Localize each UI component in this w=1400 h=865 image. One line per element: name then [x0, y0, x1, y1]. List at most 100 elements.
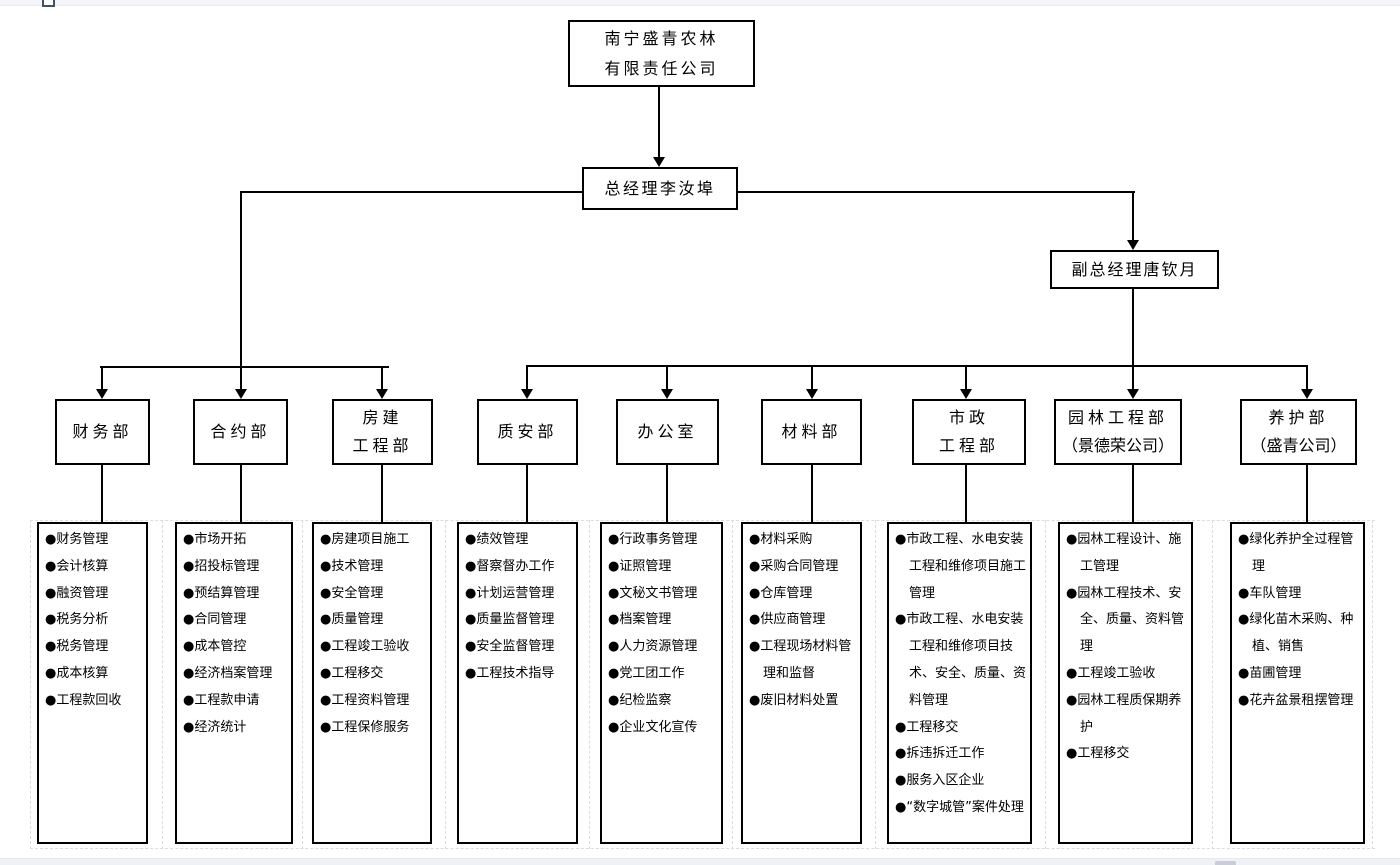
- bullet-icon: ●: [320, 558, 332, 574]
- duty-item: ●文秘文书管理: [608, 581, 718, 608]
- connector-line: [1132, 191, 1134, 241]
- duty-text: 会计核算: [56, 558, 109, 574]
- bullet-icon: ●: [183, 665, 195, 681]
- bullet-icon: ●: [465, 639, 477, 655]
- bullet-icon: ●: [320, 692, 332, 708]
- duty-text: 招投标管理: [194, 558, 260, 574]
- bullet-icon: ●: [465, 585, 477, 601]
- department-name-line: 园林工程部: [1067, 408, 1168, 427]
- bullet-icon: ●: [45, 532, 57, 547]
- page-margin-icon: [42, 0, 55, 7]
- connector-line: [526, 464, 528, 523]
- duty-text: 经济档案管理: [194, 665, 273, 681]
- bullet-icon: ●: [183, 558, 195, 574]
- duty-item: ●人力资源管理: [608, 634, 718, 661]
- bullet-icon: ●: [608, 585, 620, 601]
- bullet-icon: ●: [1066, 746, 1078, 762]
- duty-item: ●预结算管理: [183, 581, 288, 608]
- duty-item: ●税务管理: [45, 634, 143, 661]
- bullet-icon: ●: [45, 558, 57, 574]
- bullet-icon: ●: [45, 692, 57, 708]
- horizontal-scrollbar-thumb[interactable]: [1215, 861, 1236, 865]
- bullet-icon: ●: [465, 665, 477, 681]
- bullet-icon: ●: [608, 558, 620, 574]
- bullet-icon: ●: [1238, 585, 1250, 601]
- duty-item: ●会计核算: [45, 554, 143, 581]
- connector-line: [526, 365, 528, 390]
- bullet-icon: ●: [183, 585, 195, 601]
- bullet-icon: ●: [749, 692, 761, 708]
- connector-line: [666, 365, 668, 390]
- duty-item: ●税务分析: [45, 607, 143, 634]
- duty-item: ●绿化苗木采购、种植、销售: [1238, 607, 1360, 661]
- bullet-icon: ●: [749, 558, 761, 574]
- duty-item: ●市政工程、水电安装工程和维修项目施工管理: [895, 527, 1027, 607]
- bullet-icon: ●: [45, 585, 57, 601]
- duty-text: 绿化苗木采购、种植、销售: [1249, 612, 1354, 655]
- arrow-down-icon: [653, 157, 665, 167]
- bullet-icon: ●: [749, 612, 761, 628]
- bullet-icon: ●: [183, 719, 195, 735]
- table-gridline: [1045, 520, 1046, 849]
- department-name-line: 材料部: [781, 422, 842, 441]
- arrow-down-icon: [376, 389, 388, 399]
- bullet-icon: ●: [895, 612, 907, 628]
- top-page-edge-strip: [0, 0, 1400, 7]
- duty-text: 采购合同管理: [760, 558, 839, 574]
- bullet-icon: ●: [749, 585, 761, 601]
- duty-text: 行政事务管理: [619, 532, 698, 547]
- duty-item: ●质量监督管理: [465, 607, 573, 634]
- duty-item: ●成本核算: [45, 661, 143, 688]
- duty-text: 绩效管理: [476, 532, 529, 547]
- table-gridline: [302, 520, 303, 849]
- duty-text: “数字城管”案件处理: [906, 799, 1024, 815]
- duty-text: 绿化养护全过程管理: [1249, 532, 1354, 574]
- duty-text: 质量监督管理: [476, 612, 555, 628]
- department-box: 财务部: [55, 399, 150, 465]
- bullet-icon: ●: [45, 612, 57, 628]
- duty-text: 工程移交: [1077, 746, 1130, 762]
- department-box: 质安部: [477, 399, 578, 465]
- duty-item: ●督察督办工作: [465, 554, 573, 581]
- connector-line: [1132, 464, 1134, 523]
- department-duties-box: ●材料采购●采购合同管理●仓库管理●供应商管理●工程现场材料管理和监督●废旧材料…: [741, 522, 862, 844]
- duty-item: ●绿化养护全过程管理: [1238, 527, 1360, 581]
- duty-item: ●供应商管理: [749, 607, 857, 634]
- duty-text: 车队管理: [1249, 585, 1302, 601]
- duty-text: 工程竣工验收: [331, 639, 410, 655]
- department-duties-box: ●绩效管理●督察督办工作●计划运营管理●质量监督管理●安全监督管理●工程技术指导: [457, 522, 578, 844]
- bullet-icon: ●: [608, 692, 620, 708]
- duty-item: ●“数字城管”案件处理: [895, 795, 1027, 822]
- duty-text: 房建项目施工: [331, 532, 410, 547]
- duty-list: ●绩效管理●督察督办工作●计划运营管理●质量监督管理●安全监督管理●工程技术指导: [459, 524, 576, 688]
- bullet-icon: ●: [465, 612, 477, 628]
- duty-text: 工程款申请: [194, 692, 260, 708]
- duty-text: 技术管理: [331, 558, 384, 574]
- duty-item: ●党工团工作: [608, 661, 718, 688]
- duty-text: 督察督办工作: [476, 558, 555, 574]
- bullet-icon: ●: [1238, 665, 1250, 681]
- bullet-icon: ●: [45, 639, 57, 655]
- arrow-down-icon: [1301, 389, 1313, 399]
- company-name-line: 南宁盛青农林: [604, 28, 719, 48]
- duty-item: ●融资管理: [45, 581, 143, 608]
- connector-line: [811, 365, 813, 390]
- bullet-icon: ●: [895, 746, 907, 762]
- duty-text: 预结算管理: [194, 585, 260, 601]
- duty-list: ●行政事务管理●证照管理●文秘文书管理●档案管理●人力资源管理●党工团工作●纪检…: [602, 524, 721, 741]
- bullet-icon: ●: [320, 532, 332, 547]
- bullet-icon: ●: [895, 773, 907, 789]
- duty-item: ●车队管理: [1238, 581, 1360, 608]
- connector-line: [240, 464, 242, 523]
- duty-text: 园林工程设计、施工管理: [1077, 532, 1182, 574]
- arrow-down-icon: [1127, 389, 1139, 399]
- connector-line: [1132, 289, 1134, 391]
- department-duties-box: ●行政事务管理●证照管理●文秘文书管理●档案管理●人力资源管理●党工团工作●纪检…: [600, 522, 723, 844]
- department-duties-box: ●绿化养护全过程管理●车队管理●绿化苗木采购、种植、销售●苗圃管理●花卉盆景租摆…: [1230, 522, 1365, 844]
- bullet-icon: ●: [465, 558, 477, 574]
- bullet-icon: ●: [320, 585, 332, 601]
- duty-text: 废旧材料处置: [760, 692, 839, 708]
- duty-item: ●财务管理: [45, 527, 143, 554]
- duty-item: ●绩效管理: [465, 527, 573, 554]
- duty-item: ●工程技术指导: [465, 661, 573, 688]
